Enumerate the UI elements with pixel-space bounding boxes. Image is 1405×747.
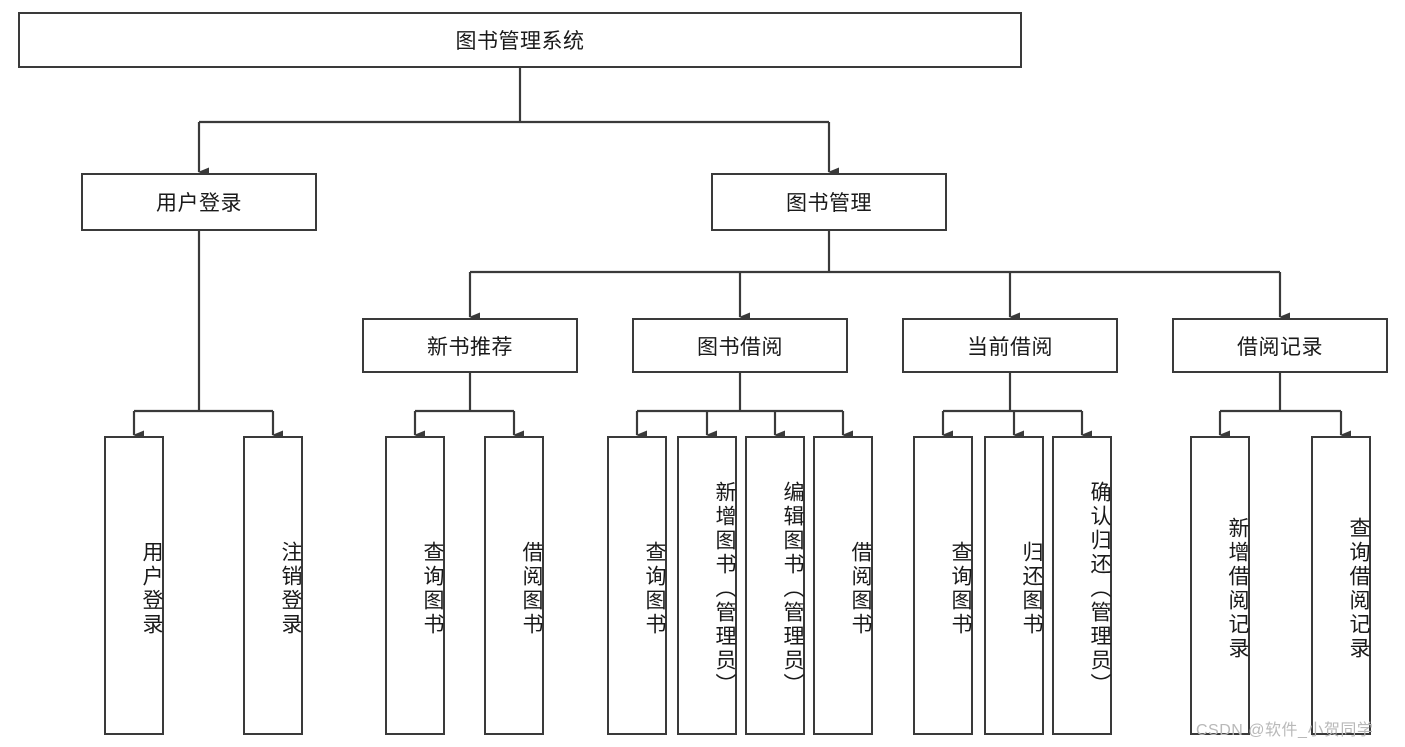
leaf-node[interactable]: 新增借阅记录	[1190, 436, 1250, 735]
node-borrow-record[interactable]: 借阅记录	[1172, 318, 1388, 373]
node-borrow-record-label: 借阅记录	[1237, 335, 1323, 359]
leaf-node-label: 编辑图书（管理员）	[781, 480, 804, 697]
node-root-label: 图书管理系统	[455, 30, 585, 53]
leaf-node-label: 新增图书（管理员）	[713, 480, 736, 697]
node-current-borrow[interactable]: 当前借阅	[902, 318, 1118, 373]
leaf-node-label: 查询图书	[643, 540, 666, 637]
node-book-management-label: 图书管理	[786, 192, 872, 215]
leaf-node-label: 新增借阅记录	[1226, 516, 1249, 661]
leaf-node-label: 借阅图书	[520, 540, 543, 637]
node-book-management[interactable]: 图书管理	[711, 173, 947, 231]
leaf-node[interactable]: 编辑图书（管理员）	[745, 436, 805, 735]
node-book-borrow-label: 图书借阅	[697, 335, 783, 359]
node-book-borrow[interactable]: 图书借阅	[632, 318, 848, 373]
leaf-node[interactable]: 查询借阅记录	[1311, 436, 1371, 735]
node-current-borrow-label: 当前借阅	[967, 335, 1053, 359]
leaf-node-label: 确认归还（管理员）	[1088, 480, 1111, 697]
leaf-node-label: 用户登录	[140, 540, 163, 637]
leaf-node-label: 查询图书	[949, 540, 972, 637]
leaf-node[interactable]: 用户登录	[104, 436, 164, 735]
leaf-node[interactable]: 查询图书	[607, 436, 667, 735]
node-new-book-recommend-label: 新书推荐	[427, 335, 513, 359]
leaf-node[interactable]: 查询图书	[913, 436, 973, 735]
leaf-node-label: 查询借阅记录	[1347, 516, 1370, 661]
csdn-watermark: CSDN @软件_小贺同学	[1196, 722, 1374, 739]
leaf-node[interactable]: 借阅图书	[484, 436, 544, 735]
node-user-login-label: 用户登录	[156, 192, 242, 215]
node-new-book-recommend[interactable]: 新书推荐	[362, 318, 578, 373]
leaf-node[interactable]: 确认归还（管理员）	[1052, 436, 1112, 735]
leaf-node-label: 查询图书	[421, 540, 444, 637]
node-root[interactable]: 图书管理系统	[18, 12, 1022, 68]
leaf-node-label: 注销登录	[279, 540, 302, 637]
leaf-node-label: 借阅图书	[849, 540, 872, 637]
leaf-node[interactable]: 新增图书（管理员）	[677, 436, 737, 735]
leaf-node[interactable]: 借阅图书	[813, 436, 873, 735]
leaf-node-label: 归还图书	[1020, 540, 1043, 637]
leaf-node[interactable]: 归还图书	[984, 436, 1044, 735]
leaf-node[interactable]: 查询图书	[385, 436, 445, 735]
leaf-node[interactable]: 注销登录	[243, 436, 303, 735]
node-user-login[interactable]: 用户登录	[81, 173, 317, 231]
